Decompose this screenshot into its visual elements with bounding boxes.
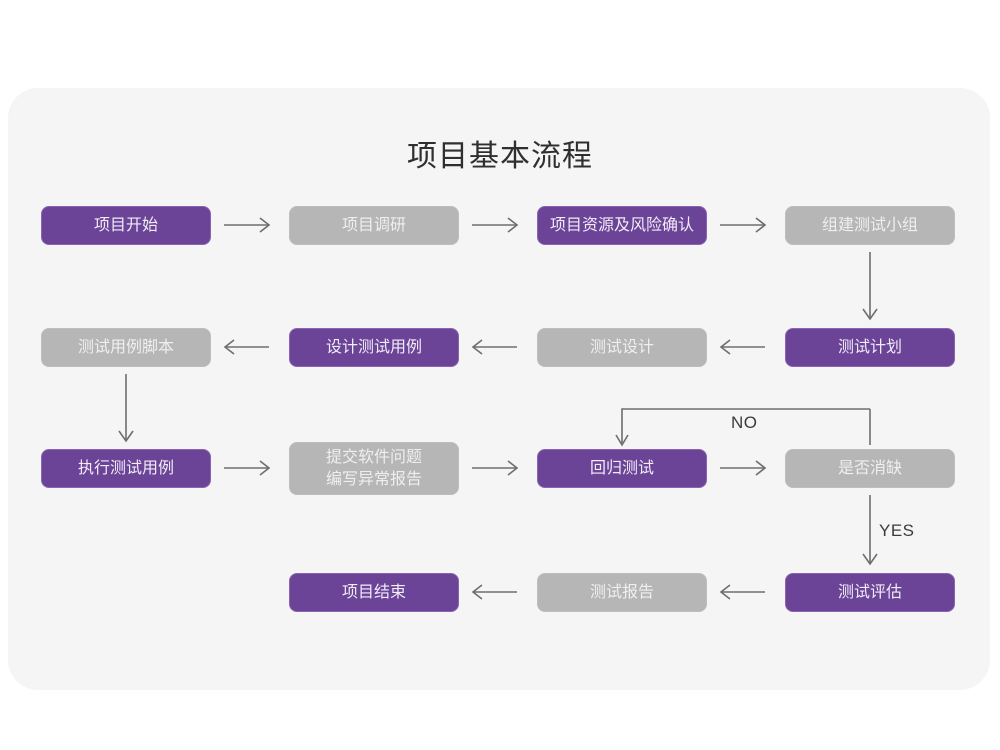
node-project-research[interactable]: 项目调研	[289, 206, 459, 245]
node-test-case-script[interactable]: 测试用例脚本	[41, 328, 211, 367]
arrow-n3-n4	[720, 215, 772, 235]
arrow-n6-n5	[223, 337, 276, 357]
node-design-test-case[interactable]: 设计测试用例	[289, 328, 459, 367]
node-test-report[interactable]: 测试报告	[537, 573, 707, 612]
arrow-n5-n9	[118, 374, 138, 448]
node-project-end[interactable]: 项目结束	[289, 573, 459, 612]
arrow-n1-n2	[224, 215, 276, 235]
arrow-n9-n10	[224, 458, 276, 478]
arrow-n2-n3	[472, 215, 524, 235]
arrow-n10-n11	[472, 458, 524, 478]
edge-label-yes: YES	[879, 521, 915, 540]
node-defect-resolved-decision[interactable]: 是否消缺	[785, 449, 955, 488]
node-test-design[interactable]: 测试设计	[537, 328, 707, 367]
node-build-test-team[interactable]: 组建测试小组	[785, 206, 955, 245]
node-test-evaluation[interactable]: 测试评估	[785, 573, 955, 612]
node-execute-test-case[interactable]: 执行测试用例	[41, 449, 211, 488]
arrow-n11-n12	[720, 458, 772, 478]
page-title: 项目基本流程	[407, 140, 593, 173]
node-submit-defect-report[interactable]: 提交软件问题 编写异常报告	[289, 442, 459, 495]
arrow-n15-n14	[719, 582, 772, 602]
arrow-n12-n15	[862, 495, 882, 573]
node-project-start[interactable]: 项目开始	[41, 206, 211, 245]
arrow-n14-n13	[471, 582, 524, 602]
node-test-plan[interactable]: 测试计划	[785, 328, 955, 367]
arrow-n8-n7	[719, 337, 772, 357]
arrow-n4-n8	[862, 252, 882, 326]
loop-no-path	[615, 407, 885, 453]
node-resource-risk-confirm[interactable]: 项目资源及风险确认	[537, 206, 707, 245]
node-regression-test[interactable]: 回归测试	[537, 449, 707, 488]
edge-label-no: NO	[731, 413, 758, 432]
arrow-n7-n6	[471, 337, 524, 357]
